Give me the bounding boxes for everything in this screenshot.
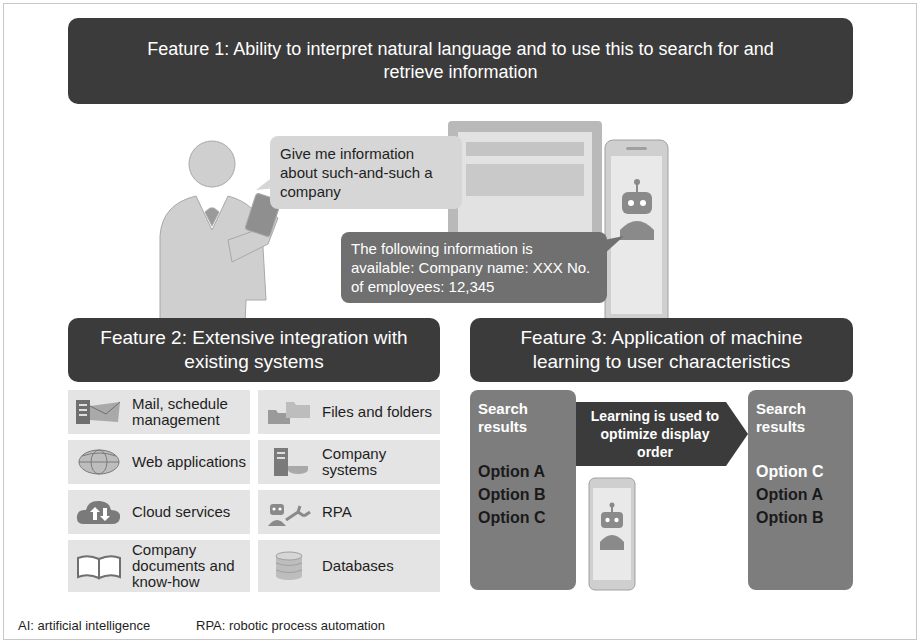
system-tile: RPA: [258, 490, 440, 534]
node-text: RPA: [322, 504, 352, 520]
node-text: The following information is available: …: [351, 239, 597, 296]
cloud-icon: [74, 496, 124, 528]
node-text: Web applications: [132, 454, 246, 470]
bubble-tail: [604, 236, 624, 254]
node-text: Databases: [322, 558, 394, 574]
system-tile: Mail, schedule management: [68, 390, 250, 434]
results-box: Search resultsOption A Option B Option C: [470, 390, 576, 590]
learning-arrow: Learning is used to optimize display ord…: [576, 402, 748, 466]
footnote: RPA: robotic process automation: [196, 618, 385, 633]
system-tile: Cloud services: [68, 490, 250, 534]
system-tile: Company documents and know-how: [68, 540, 250, 592]
node-text: Feature 1: Ability to interpret natural …: [141, 38, 781, 84]
results-box: Search resultsOption C Option A Option B: [748, 390, 853, 590]
database-icon: [264, 550, 314, 582]
node-text: Learning is used to optimize display ord…: [588, 407, 722, 461]
globe-icon: [74, 446, 124, 478]
node-text: Feature 2: Extensive integration with ex…: [68, 318, 440, 382]
rpa-robot-icon: [264, 496, 314, 528]
node-text: Company documents and know-how: [132, 542, 246, 590]
smartphone: [589, 478, 635, 590]
system-tile: Web applications: [68, 440, 250, 484]
folder-icon: [264, 396, 314, 428]
speech-bubble: The following information is available: …: [341, 232, 607, 303]
smartphone: [605, 140, 668, 331]
feature-panel: Feature 3: Application of machine learni…: [470, 318, 853, 590]
node-text: Cloud services: [132, 504, 230, 520]
option-text: Option C: [756, 462, 845, 481]
system-tile: Files and folders: [258, 390, 440, 434]
speech-bubble: Give me information about such-and-such …: [270, 136, 462, 209]
frame: [4, 4, 917, 640]
feature-band: Feature 1: Ability to interpret natural …: [68, 18, 853, 104]
option-text: Option B: [756, 508, 845, 527]
book-icon: [74, 550, 124, 582]
node-text: Files and folders: [322, 404, 432, 420]
system-tile: Databases: [258, 540, 440, 592]
feature-panel: Feature 2: Extensive integration with ex…: [68, 318, 440, 590]
server-icon: [264, 446, 314, 478]
results-heading: Search results: [478, 400, 568, 436]
results-heading: Search results: [756, 400, 845, 436]
node-text: Mail, schedule management: [132, 396, 246, 428]
system-tile: Company systems: [258, 440, 440, 484]
node-text: Company systems: [322, 446, 436, 478]
mail-icon: [74, 396, 124, 428]
option-text: Option A: [478, 462, 568, 481]
option-text: Option C: [478, 508, 568, 527]
robot-icon: [620, 179, 654, 240]
option-text: Option A: [756, 485, 845, 504]
footnote: AI: artificial intelligence: [18, 618, 150, 633]
option-text: Option B: [478, 485, 568, 504]
node-text: Feature 3: Application of machine learni…: [470, 318, 853, 382]
node-text: Give me information about such-and-such …: [280, 144, 452, 201]
